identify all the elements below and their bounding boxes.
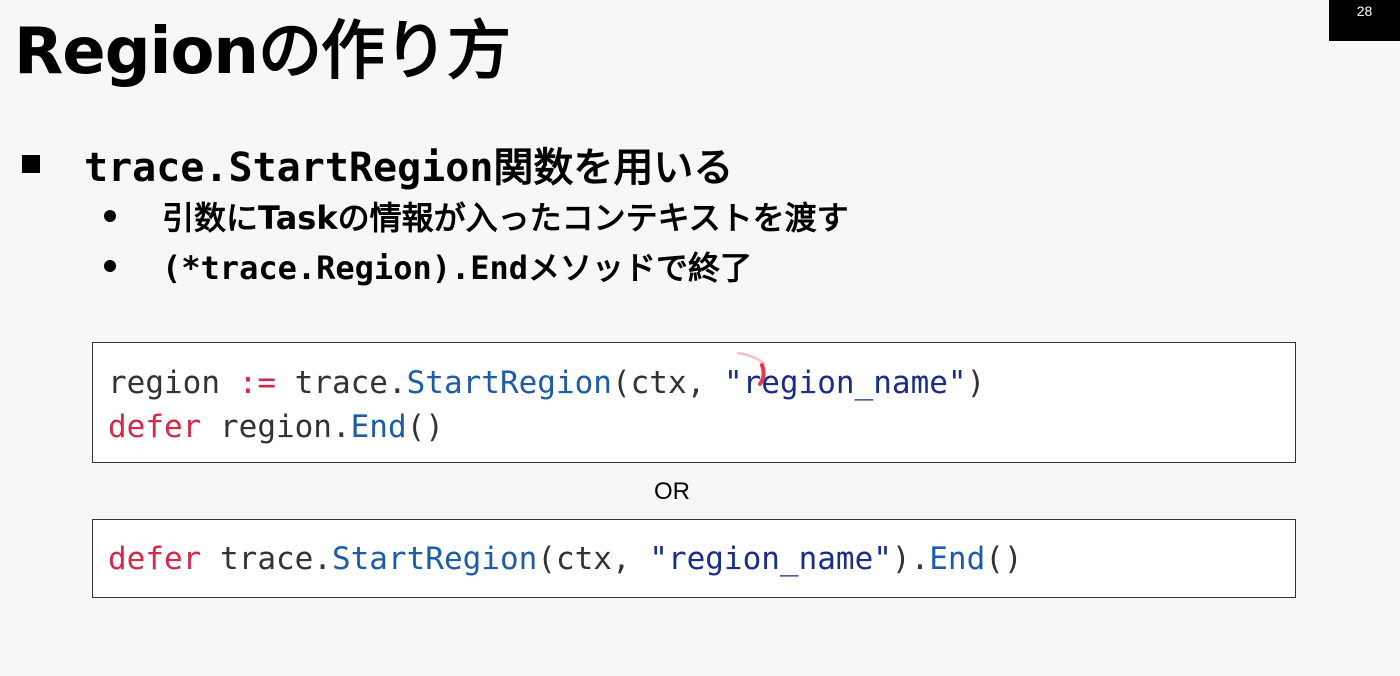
main-bullet-label: 関数を用いる — [493, 145, 734, 191]
code-line-3: defer trace.StartRegion(ctx, "region_nam… — [108, 537, 1295, 581]
sub-bullet-2-code: (*trace.Region).End — [162, 249, 529, 287]
sub-bullet-1-text: 引数にTaskの情報が入ったコンテキストを渡す — [162, 199, 849, 237]
code-block-2: defer trace.StartRegion(ctx, "region_nam… — [92, 519, 1296, 598]
code-keyword: defer — [108, 541, 202, 577]
or-separator: OR — [654, 478, 690, 505]
code-function: StartRegion — [406, 365, 612, 401]
sub-bullet-2-text: (*trace.Region).Endメソッドで終了 — [162, 243, 752, 289]
code-token: ). — [891, 541, 930, 577]
code-token: region — [108, 365, 239, 401]
code-token: ) — [966, 365, 986, 401]
code-line-2: defer region.End() — [108, 405, 1295, 449]
code-token: region. — [201, 409, 351, 445]
bullet-dot-icon — [104, 260, 116, 272]
code-function: End — [929, 541, 986, 577]
laser-pointer-icon — [736, 351, 766, 386]
code-function: End — [350, 409, 407, 445]
bullet-dot-icon — [104, 210, 116, 222]
sub-bullet-1: 引数にTaskの情報が入ったコンテキストを渡す — [104, 194, 849, 238]
code-token: trace. — [275, 365, 407, 401]
main-bullet: trace.StartRegion関数を用いる — [22, 136, 733, 192]
code-string: "region_name" — [649, 541, 892, 577]
sub-bullet-2: (*trace.Region).Endメソッドで終了 — [104, 244, 752, 288]
code-token: (ctx, — [537, 541, 650, 577]
main-bullet-text: trace.StartRegion関数を用いる — [84, 135, 733, 193]
square-bullet-icon — [22, 155, 40, 173]
sub-bullet-2-label: メソッドで終了 — [528, 249, 753, 287]
slide-title: Regionの作り方 — [14, 15, 511, 89]
code-function: StartRegion — [331, 541, 538, 577]
code-line-1: region := trace.StartRegion(ctx, "region… — [108, 361, 1295, 405]
code-token: () — [406, 409, 444, 445]
main-bullet-code: trace.StartRegion — [84, 145, 494, 191]
code-operator: := — [238, 365, 276, 401]
code-token: () — [985, 541, 1023, 577]
code-token: (ctx, — [611, 365, 724, 401]
code-block-1: region := trace.StartRegion(ctx, "region… — [92, 342, 1296, 463]
code-keyword: defer — [108, 409, 202, 445]
code-token: trace. — [201, 541, 332, 577]
page-number: 28 — [1329, 0, 1400, 41]
